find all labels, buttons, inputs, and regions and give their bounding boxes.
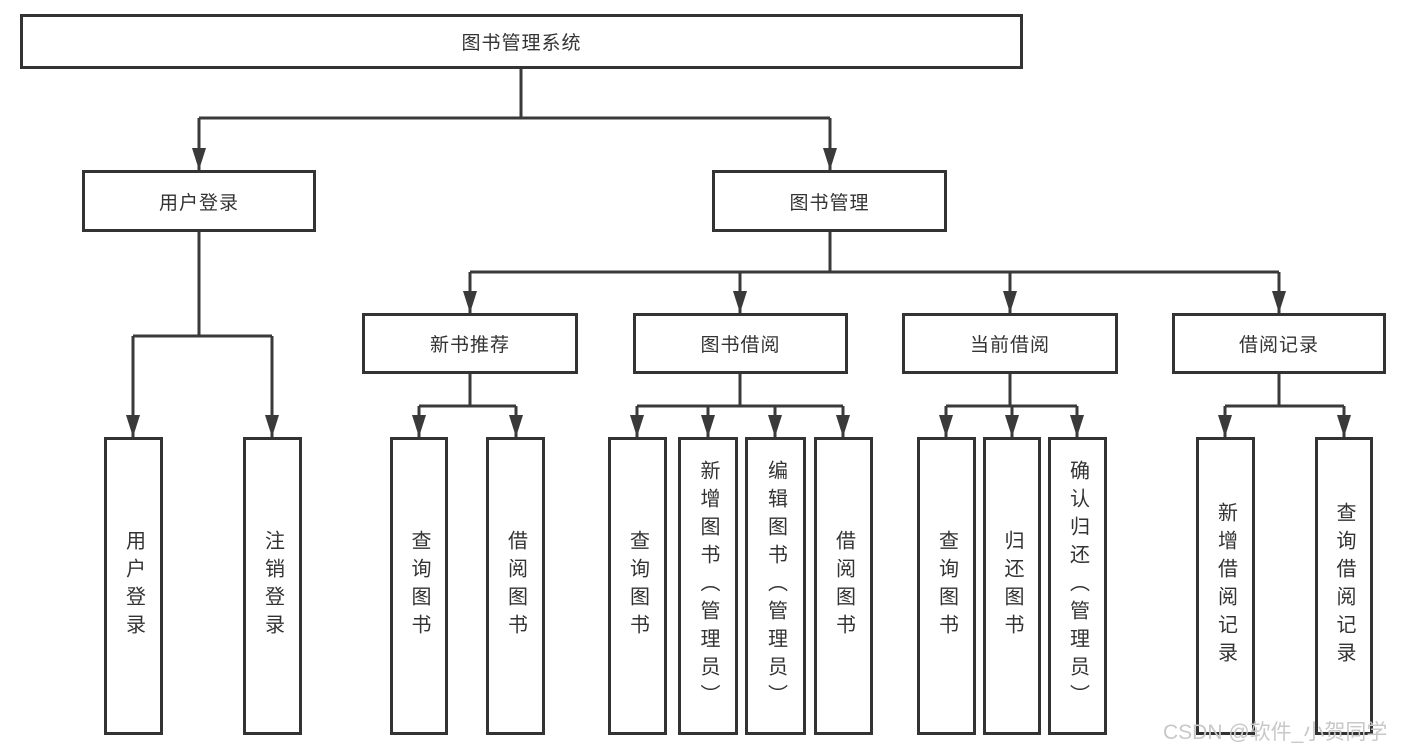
connector-root-to-level2 bbox=[192, 69, 837, 170]
node-book-management-module: 图书管理 bbox=[712, 170, 947, 232]
csdn-watermark: CSDN @软件_小贺同学 bbox=[1163, 721, 1388, 744]
node-query-books-current: 查询图书 bbox=[917, 437, 976, 735]
connector-borrow-records-to-leaves bbox=[1218, 374, 1351, 437]
connector-current-borrow-to-leaves bbox=[939, 374, 1084, 437]
node-borrow-records-module: 借阅记录 bbox=[1172, 313, 1386, 374]
node-add-borrow-record: 新增借阅记录 bbox=[1196, 437, 1255, 735]
node-borrow-books-action: 借阅图书 bbox=[814, 437, 873, 735]
node-query-books-recommend: 查询图书 bbox=[390, 437, 448, 735]
node-query-books-borrow: 查询图书 bbox=[608, 437, 667, 735]
node-current-borrow-module: 当前借阅 bbox=[902, 313, 1118, 374]
node-edit-books-admin: 编辑图书（管理员） bbox=[745, 437, 806, 735]
node-borrow-books-recommend: 借阅图书 bbox=[486, 437, 545, 735]
connector-book-management-to-level3 bbox=[463, 232, 1286, 313]
connector-book-borrow-to-leaves bbox=[630, 374, 850, 437]
node-root-system-title: 图书管理系统 bbox=[20, 14, 1023, 69]
node-confirm-return-admin: 确认归还（管理员） bbox=[1048, 437, 1107, 735]
node-book-borrow-module: 图书借阅 bbox=[633, 313, 848, 374]
node-add-books-admin: 新增图书（管理员） bbox=[678, 437, 738, 735]
node-logout-action: 注销登录 bbox=[243, 437, 302, 735]
node-user-login-module: 用户登录 bbox=[82, 170, 316, 232]
connector-new-book-recommend-to-leaves bbox=[412, 374, 523, 437]
node-query-borrow-record: 查询借阅记录 bbox=[1315, 437, 1373, 735]
node-return-books-action: 归还图书 bbox=[983, 437, 1041, 735]
node-user-login-action: 用户登录 bbox=[104, 437, 163, 735]
node-new-book-recommend-module: 新书推荐 bbox=[362, 313, 578, 374]
connector-user-login-to-leaves bbox=[126, 232, 279, 437]
